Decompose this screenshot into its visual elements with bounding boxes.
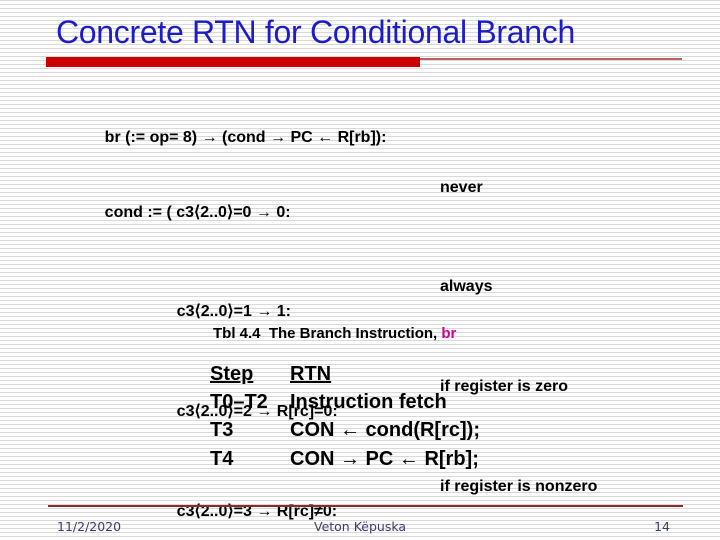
table-header-row: Step RTN [210, 360, 480, 388]
table-row: T3 CON ← cond(R[rc]); [210, 416, 480, 444]
step-cell: T3 [210, 419, 234, 442]
table-caption-highlight: br [441, 325, 457, 342]
table-caption: Tbl 4.4 The Branch Instruction, br [213, 325, 456, 342]
table-caption-text: Tbl 4.4 The Branch Instruction, [213, 325, 442, 342]
step-cell: T0–T2 [210, 391, 268, 414]
rtn-line: c3⟨2..0⟩=3 → R[rc]≠0: if register is non… [78, 475, 698, 540]
table-row: T0–T2 Instruction fetch [210, 388, 480, 416]
rtn-cell: CON ← cond(R[rc]); [290, 419, 480, 442]
rtn-code: c3⟨2..0⟩=3 → R[rc]≠0: [176, 502, 338, 520]
table-row: T4 CON → PC ← R[rb]; [210, 445, 480, 473]
rtn-note: always [440, 278, 493, 296]
table-header-rtn: RTN [290, 363, 332, 385]
footer: 11/2/2020 Veton Këpuska 14 [0, 519, 720, 539]
table-header-step: Step [210, 363, 254, 385]
rtn-code: br (:= op= 8) → (cond → PC ← R[rb]): [104, 128, 387, 146]
rtn-code: cond := ( c3⟨2..0⟩=0 → 0: [104, 203, 291, 221]
rtn-note: if register is zero [440, 377, 569, 395]
rtn-code: c3⟨2..0⟩=1 → 1: [176, 303, 291, 321]
rtn-line: c3⟨2..0⟩=1 → 1: always [78, 275, 698, 375]
footer-date: 11/2/2020 [57, 519, 122, 534]
rtn-note: if register is nonzero [440, 477, 598, 495]
title-underline-bar [46, 57, 420, 67]
slide-title: Concrete RTN for Conditional Branch [56, 14, 575, 50]
footer-divider-line [48, 505, 683, 507]
rtn-line: cond := ( c3⟨2..0⟩=0 → 0: never [78, 176, 698, 276]
rtn-definition-block: br (:= op= 8) → (cond → PC ← R[rb]): con… [78, 101, 698, 540]
step-cell: T4 [210, 447, 234, 470]
footer-page-number: 14 [654, 519, 670, 534]
rtn-cell: Instruction fetch [290, 391, 447, 414]
branch-steps-table: Step RTN T0–T2 Instruction fetch T3 CON … [210, 360, 480, 473]
footer-author: Veton Këpuska [313, 519, 407, 534]
rtn-cell: CON → PC ← R[rb]; [290, 447, 479, 470]
rtn-note: never [440, 178, 483, 196]
rtn-line: br (:= op= 8) → (cond → PC ← R[rb]): [78, 101, 698, 176]
rtn-code: c3⟨2..0⟩=2 → R[rc]=0: [176, 402, 338, 420]
rtn-line: c3⟨2..0⟩=2 → R[rc]=0: if register is zer… [78, 375, 698, 475]
